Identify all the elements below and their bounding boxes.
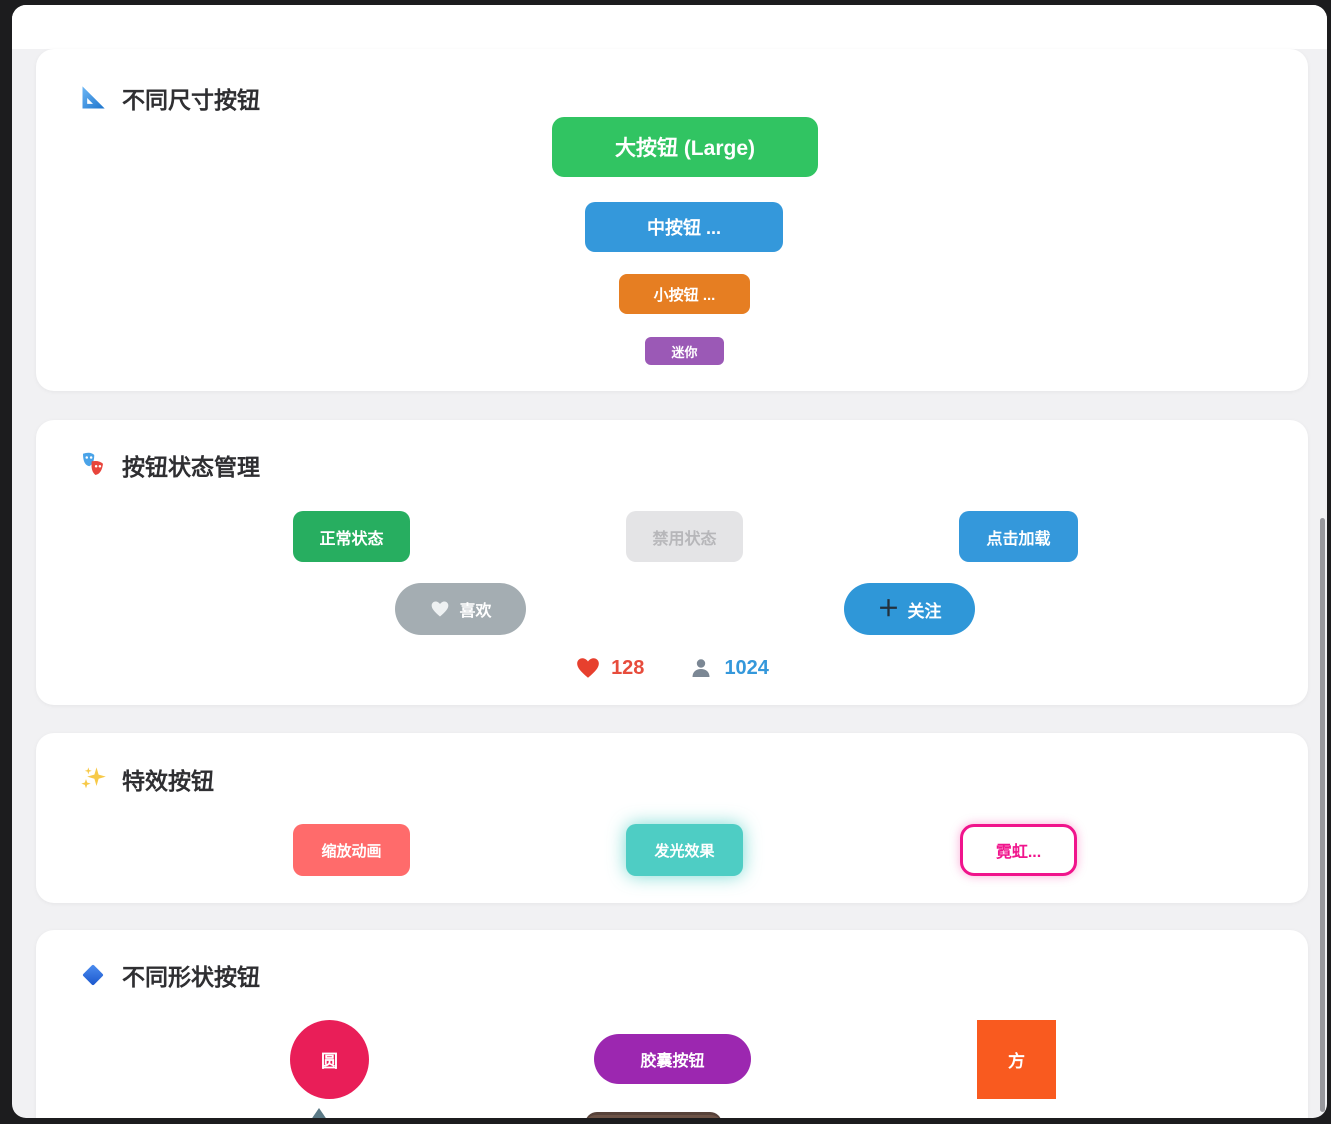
triangle-button[interactable]	[289, 1108, 349, 1118]
section-header-effects: 特效按钮	[78, 762, 214, 796]
square-button[interactable]: 方	[977, 1020, 1056, 1099]
sparkles-icon	[78, 764, 108, 794]
person-silhouette-icon	[688, 655, 714, 681]
medium-button[interactable]: 中按钮 ...	[585, 202, 783, 252]
follow-button[interactable]: ＋ 关注	[844, 583, 975, 635]
red-heart-icon	[575, 655, 601, 681]
glow-effect-button[interactable]: 发光效果	[626, 824, 743, 876]
like-count-value: 128	[611, 656, 645, 679]
like-button[interactable]: 喜欢	[395, 583, 526, 635]
card-shape-buttons: 不同形状按钮 圆 胶囊按钮 方	[36, 930, 1308, 1118]
performing-arts-masks-icon	[78, 450, 108, 480]
page-background: 不同尺寸按钮 大按钮 (Large) 中按钮 ... 小按钮 ... 迷你 按钮…	[12, 5, 1327, 1118]
follower-count-value: 1024	[724, 656, 769, 679]
card-button-sizes: 不同尺寸按钮 大按钮 (Large) 中按钮 ... 小按钮 ... 迷你	[36, 49, 1308, 391]
like-button-label: 喜欢	[459, 603, 492, 620]
normal-state-button[interactable]: 正常状态	[293, 511, 410, 562]
neon-button[interactable]: 霓虹...	[960, 824, 1077, 876]
blue-diamond-icon	[78, 960, 108, 990]
disabled-state-button: 禁用状态	[626, 511, 743, 562]
section-title: 按钮状态管理	[122, 454, 260, 480]
mini-button[interactable]: 迷你	[645, 337, 724, 365]
follower-count-stat: 1024	[688, 655, 769, 681]
follow-button-label: 关注	[907, 601, 942, 621]
like-count-stat: 128	[575, 655, 644, 681]
small-button[interactable]: 小按钮 ...	[619, 274, 750, 314]
triangular-ruler-icon	[78, 83, 108, 113]
scale-animation-button[interactable]: 缩放动画	[293, 824, 410, 876]
vertical-scrollbar[interactable]	[1320, 518, 1325, 1112]
section-title: 不同尺寸按钮	[122, 87, 260, 113]
section-title: 不同形状按钮	[122, 964, 260, 990]
card-effect-buttons: 特效按钮 缩放动画 发光效果 霓虹...	[36, 733, 1308, 903]
section-header-shapes: 不同形状按钮	[78, 958, 260, 992]
plus-icon: ＋	[877, 596, 900, 621]
load-button[interactable]: 点击加载	[959, 511, 1078, 562]
section-header-states: 按钮状态管理	[78, 448, 260, 482]
page-top-strip	[12, 5, 1327, 49]
brown-shape-button[interactable]	[585, 1112, 722, 1118]
card-button-states: 按钮状态管理 正常状态 禁用状态 点击加载 喜欢 ＋ 关注	[36, 420, 1308, 705]
capsule-button[interactable]: 胶囊按钮	[594, 1034, 751, 1084]
stats-row: 128 1024	[36, 655, 1308, 681]
white-heart-icon	[429, 598, 451, 620]
section-title: 特效按钮	[122, 768, 214, 794]
circle-button[interactable]: 圆	[290, 1020, 369, 1099]
section-header-sizes: 不同尺寸按钮	[78, 81, 260, 115]
large-button[interactable]: 大按钮 (Large)	[552, 117, 818, 177]
